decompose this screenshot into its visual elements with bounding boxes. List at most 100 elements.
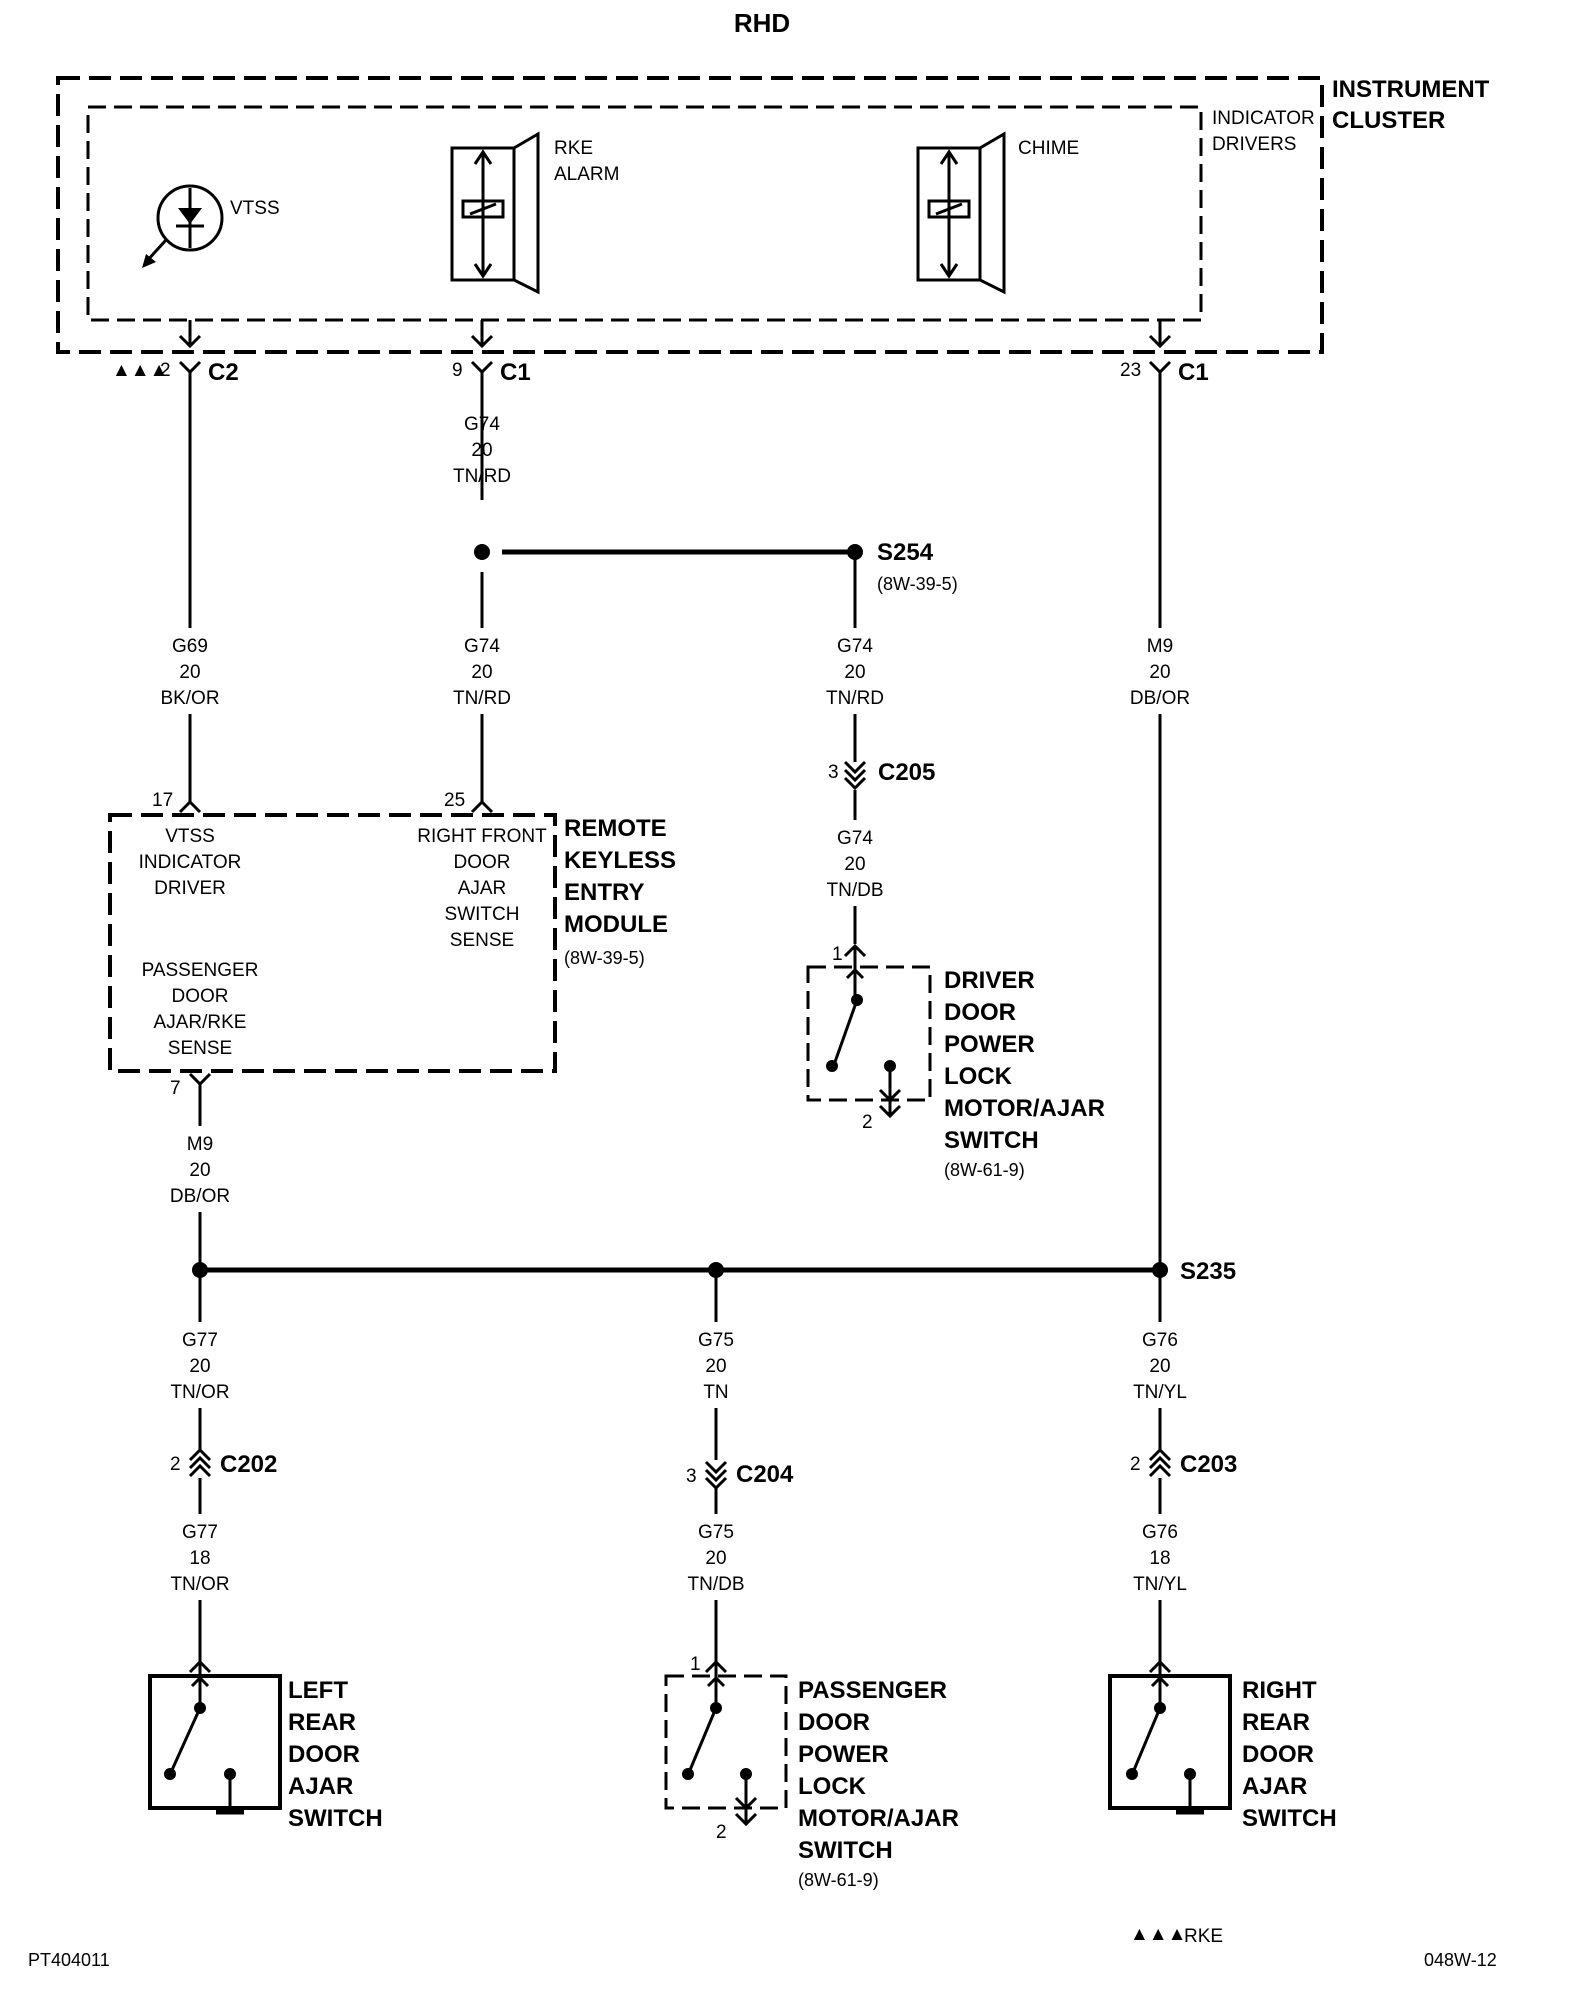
svg-text:G74: G74 [464, 414, 500, 435]
svg-text:CLUSTER: CLUSTER [1332, 107, 1445, 134]
svg-text:G69: G69 [172, 636, 208, 657]
svg-text:1: 1 [832, 944, 843, 965]
svg-text:C1: C1 [500, 359, 531, 386]
svg-text:G77: G77 [182, 1522, 218, 1543]
svg-text:C205: C205 [878, 759, 935, 786]
svg-text:20: 20 [844, 854, 865, 875]
svg-text:TN/RD: TN/RD [453, 688, 511, 709]
svg-text:18: 18 [1149, 1548, 1170, 1569]
svg-text:(8W-61-9): (8W-61-9) [944, 1160, 1025, 1180]
svg-text:MOTOR/AJAR: MOTOR/AJAR [944, 1095, 1105, 1122]
wire-label-g74-tndb: G74 20 TN/DB [815, 820, 895, 906]
svg-text:3: 3 [686, 1466, 697, 1487]
connector-c1-pin23: 23 C1 [1120, 320, 1209, 386]
svg-text:DRIVER: DRIVER [154, 878, 226, 899]
svg-text:2: 2 [862, 1112, 873, 1133]
rke-module-box [108, 813, 557, 1073]
rke-passenger-sense-label: PASSENGER DOOR AJAR/RKE SENSE [142, 960, 259, 1059]
instrument-cluster-label: INSTRUMENT CLUSTER [1332, 76, 1490, 134]
svg-text:1: 1 [690, 1654, 701, 1675]
svg-text:18: 18 [189, 1548, 210, 1569]
svg-text:SENSE: SENSE [450, 930, 514, 951]
svg-text:▲▲▲: ▲▲▲ [112, 360, 168, 381]
svg-text:20: 20 [471, 662, 492, 683]
svg-text:C202: C202 [220, 1451, 277, 1478]
svg-text:AJAR: AJAR [288, 1773, 353, 1800]
splice-s254-label: S254 (8W-39-5) [877, 539, 958, 594]
footer-left-code: PT404011 [28, 1950, 110, 1970]
svg-text:G76: G76 [1142, 1330, 1178, 1351]
splice-s235-label: S235 [1180, 1258, 1236, 1285]
wire-label-g74-top: G74 20 TN/RD [453, 414, 511, 487]
diagram-title: RHD [734, 8, 790, 38]
right-rear-door-switch-icon [1108, 1659, 1232, 1815]
svg-text:SWITCH: SWITCH [798, 1837, 893, 1864]
svg-text:3: 3 [828, 762, 839, 783]
svg-text:20: 20 [471, 440, 492, 461]
svg-text:REMOTE: REMOTE [564, 815, 667, 842]
svg-text:DRIVERS: DRIVERS [1212, 134, 1296, 155]
svg-text:TN/RD: TN/RD [453, 466, 511, 487]
svg-text:C2: C2 [208, 359, 239, 386]
svg-text:G74: G74 [464, 636, 500, 657]
svg-text:G77: G77 [182, 1330, 218, 1351]
svg-text:20: 20 [1149, 1356, 1170, 1377]
svg-text:(8W-39-5): (8W-39-5) [564, 948, 645, 968]
svg-text:TN/OR: TN/OR [170, 1574, 229, 1595]
svg-text:TN/DB: TN/DB [688, 1574, 745, 1595]
svg-text:MOTOR/AJAR: MOTOR/AJAR [798, 1805, 959, 1832]
svg-text:M9: M9 [187, 1134, 213, 1155]
connector-c202: 2 C202 [170, 1447, 277, 1478]
svg-text:9: 9 [452, 360, 463, 381]
svg-text:23: 23 [1120, 360, 1141, 381]
driver-door-label: DRIVER DOOR POWER LOCK MOTOR/AJAR SWITCH… [944, 967, 1105, 1180]
svg-text:PASSENGER: PASSENGER [142, 960, 259, 981]
chime-label: CHIME [1018, 138, 1079, 159]
passenger-door-label: PASSENGER DOOR POWER LOCK MOTOR/AJAR SWI… [798, 1677, 959, 1890]
svg-text:2: 2 [1130, 1454, 1141, 1475]
connector-c205: 3 C205 [828, 759, 935, 791]
rke-alarm-speaker-icon [450, 131, 540, 295]
svg-text:20: 20 [705, 1548, 726, 1569]
svg-text:REAR: REAR [288, 1709, 356, 1736]
svg-text:LOCK: LOCK [944, 1063, 1013, 1090]
svg-text:AJAR/RKE: AJAR/RKE [154, 1012, 247, 1033]
svg-text:DRIVER: DRIVER [944, 967, 1035, 994]
footer-right-code: 048W-12 [1424, 1950, 1497, 1970]
svg-text:TN/OR: TN/OR [170, 1382, 229, 1403]
svg-text:C204: C204 [736, 1461, 794, 1488]
wire-label-g76-top: G76 20 TN/YL [1120, 1322, 1200, 1408]
svg-text:2: 2 [160, 360, 171, 381]
connector-c1-pin9: 9 C1 [452, 320, 531, 386]
wire-label-g77-top: G77 20 TN/OR [160, 1322, 240, 1408]
svg-text:2: 2 [170, 1454, 181, 1475]
wire-label-g76-bot: G76 18 TN/YL [1120, 1514, 1200, 1600]
svg-text:RKE: RKE [1184, 1926, 1223, 1947]
svg-text:INSTRUMENT: INSTRUMENT [1332, 76, 1490, 103]
wire-label-g75-bot: G75 20 TN/DB [676, 1514, 756, 1600]
svg-text:TN/YL: TN/YL [1133, 1574, 1187, 1595]
wire-label-m9-left: M9 20 DB/OR [160, 1126, 240, 1212]
svg-text:2: 2 [716, 1822, 727, 1843]
svg-text:DOOR: DOOR [454, 852, 511, 873]
svg-text:INDICATOR: INDICATOR [139, 852, 242, 873]
svg-text:TN: TN [703, 1382, 728, 1403]
svg-text:KEYLESS: KEYLESS [564, 847, 676, 874]
wire-label-m9-right: M9 20 DB/OR [1120, 628, 1200, 714]
svg-text:G75: G75 [698, 1330, 734, 1351]
rke-module-pin17: 17 [152, 790, 202, 814]
svg-text:DOOR: DOOR [1242, 1741, 1314, 1768]
svg-text:RKE: RKE [554, 138, 593, 159]
passenger-door-switch-icon: 1 2 [664, 1654, 788, 1843]
svg-text:DOOR: DOOR [944, 999, 1016, 1026]
svg-text:RIGHT: RIGHT [1242, 1677, 1317, 1704]
svg-text:25: 25 [444, 790, 465, 811]
connector-c203: 2 C203 [1130, 1447, 1237, 1478]
svg-text:AJAR: AJAR [1242, 1773, 1307, 1800]
svg-text:POWER: POWER [944, 1031, 1035, 1058]
svg-text:TN/RD: TN/RD [826, 688, 884, 709]
svg-text:G74: G74 [837, 828, 873, 849]
svg-text:SENSE: SENSE [168, 1038, 232, 1059]
connector-c2: ▲▲▲ 2 C2 [112, 320, 239, 386]
